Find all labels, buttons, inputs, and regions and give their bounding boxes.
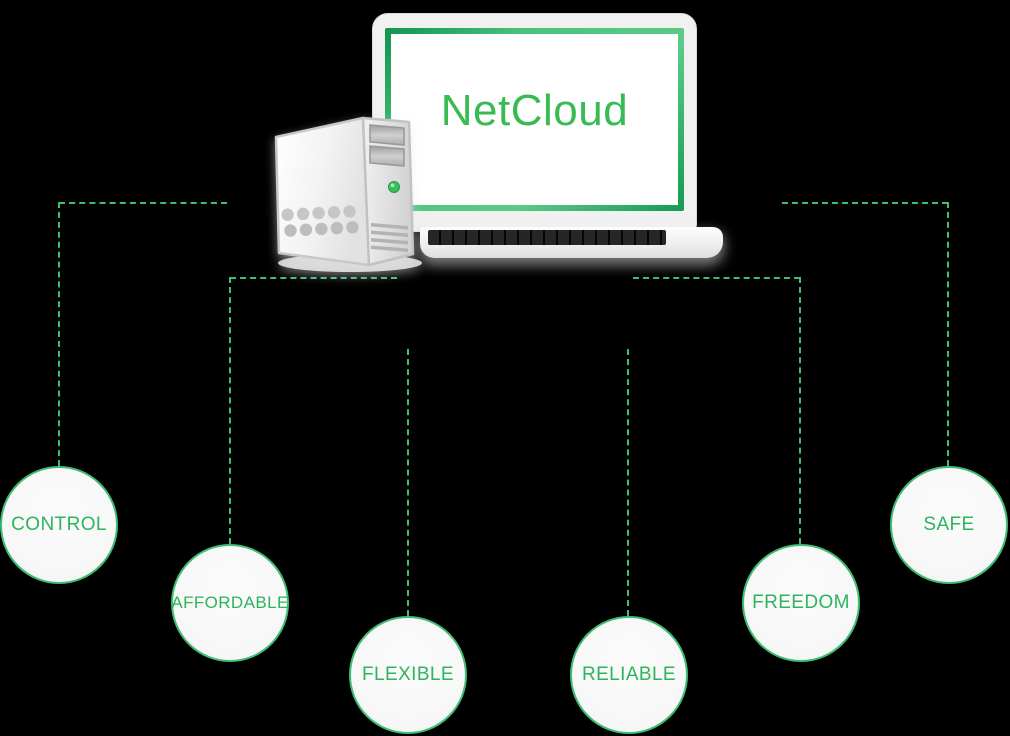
server-tower-icon xyxy=(274,116,422,272)
node-label: FREEDOM xyxy=(752,592,850,613)
node-safe: SAFE xyxy=(890,466,1008,584)
drive-bay-icon xyxy=(369,124,405,146)
node-affordable: AFFORDABLE xyxy=(171,544,289,662)
keyboard-icon xyxy=(428,230,666,245)
connector-affordable-vertical xyxy=(229,277,231,544)
power-led-highlight xyxy=(390,183,395,188)
connector-control-horizontal xyxy=(59,202,227,204)
node-freedom: FREEDOM xyxy=(742,544,860,662)
laptop-lid: NetCloud xyxy=(372,13,697,232)
server-side-panel xyxy=(274,116,371,267)
connector-freedom-vertical xyxy=(799,277,801,544)
node-flexible: FLEXIBLE xyxy=(349,616,467,734)
connector-safe-vertical xyxy=(947,202,949,466)
connector-reliable-vertical xyxy=(627,349,629,616)
laptop-screen-frame: NetCloud xyxy=(385,28,684,211)
node-reliable: RELIABLE xyxy=(570,616,688,734)
node-label: CONTROL xyxy=(11,514,107,535)
node-control: CONTROL xyxy=(0,466,118,584)
laptop-screen: NetCloud xyxy=(391,34,678,205)
node-label: AFFORDABLE xyxy=(171,593,289,612)
connector-flexible-vertical xyxy=(407,349,409,616)
connector-safe-horizontal xyxy=(782,202,948,204)
laptop-base xyxy=(420,227,723,258)
connector-control-vertical xyxy=(58,202,60,466)
vent-holes-icon xyxy=(281,205,359,237)
node-label: SAFE xyxy=(923,514,975,535)
power-led-icon xyxy=(388,181,400,193)
connector-freedom-horizontal xyxy=(633,277,800,279)
drive-bay-icon xyxy=(369,145,405,167)
netcloud-screen-title: NetCloud xyxy=(440,85,629,135)
vent-slats-icon xyxy=(371,223,408,252)
node-label: RELIABLE xyxy=(581,664,677,685)
node-label: FLEXIBLE xyxy=(362,664,454,685)
connector-affordable-horizontal xyxy=(230,277,397,279)
